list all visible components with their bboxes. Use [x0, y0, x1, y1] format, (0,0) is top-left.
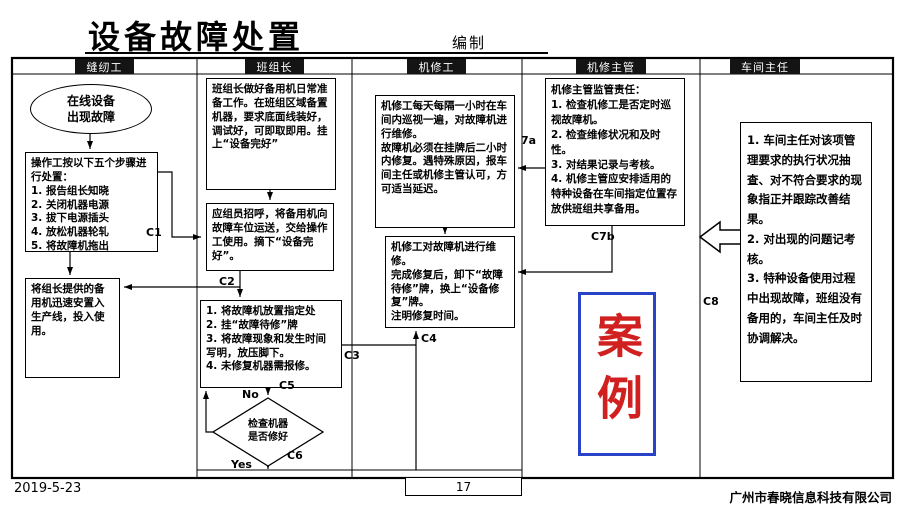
- compile-label: 编制: [452, 34, 487, 52]
- connector-label-c2: C2: [219, 275, 235, 288]
- connector-label-c8: C8: [703, 295, 719, 308]
- connector-label-c7b: C7b: [591, 230, 615, 243]
- decision-no-label: No: [242, 388, 259, 401]
- decision-yes-label: Yes: [231, 458, 252, 471]
- block-left-arrow-icon: [698, 220, 742, 254]
- connector-label-c4: C4: [421, 332, 437, 345]
- connector-label-7a: 7a: [521, 134, 537, 147]
- worker-steps-box: 操作工按以下五个步骤进行处置： 1. 报告组长知晓 2. 关闭机器电源 3. 拔…: [25, 152, 158, 252]
- worker-install-box: 将组长提供的备用机迅速安置入生产线，投入使用。: [25, 278, 120, 378]
- case-stamp: 案例: [578, 292, 656, 456]
- connector-label-c1: C1: [146, 226, 162, 239]
- connector-label-c3: C3: [344, 349, 360, 362]
- director-duty-box: 1. 车间主任对该项管理要求的执行状况抽查、对不符合要求的现象指正并跟踪改善结果…: [740, 122, 872, 382]
- page-number: 17: [405, 477, 522, 496]
- mechanic-patrol-box: 机修工每天每隔一小时在车间内巡视一遍，对故障机进行维修。 故障机必须在挂牌后二小…: [375, 95, 515, 228]
- company-name: 广州市春晓信息科技有限公司: [729, 490, 892, 505]
- connector-label-c6: C6: [287, 449, 303, 462]
- fault-tag-box: 1. 将故障机放置指定处 2. 挂“故障待修”牌 3. 将故障现象和发生时间写明…: [200, 300, 342, 388]
- mechanic-repair-box: 机修工对故障机进行维修。 完成修复后，卸下“故障待修”牌，换上“设备修复”牌。 …: [385, 236, 515, 328]
- lane-header-mechanic: 机修工: [407, 59, 466, 74]
- connector-label-c5: C5: [279, 379, 295, 392]
- lane-header-team-leader: 班组长: [245, 59, 304, 74]
- title-underline: [85, 52, 548, 54]
- leader-deliver-box: 应组员招呼，将备用机向故障车位运送，交给操作工使用。摘下“设备完好”。: [206, 203, 334, 271]
- check-repaired-diamond: 检查机器 是否修好: [248, 419, 288, 443]
- leader-prepare-box: 班组长做好备用机日常准备工作。在班组区域备置机器，要求底面线装好，调试好，可即取…: [206, 78, 336, 190]
- lane-header-workshop-director: 车间主任: [730, 59, 800, 74]
- page-title: 设备故障处置: [88, 18, 305, 56]
- lane-header-mechanic-supervisor: 机修主管: [576, 59, 646, 74]
- supervisor-duty-box: 机修主管监管责任： 1. 检查机修工是否定时巡视故障机。 2. 检查维修状况和及…: [545, 78, 685, 226]
- decision-diamond-shape: [211, 397, 325, 467]
- flow-start-ellipse: 在线设备 出现故障: [30, 84, 152, 134]
- lane-header-sewing-worker: 缝纫工: [75, 59, 134, 74]
- footer-date: 2019-5-23: [14, 481, 82, 496]
